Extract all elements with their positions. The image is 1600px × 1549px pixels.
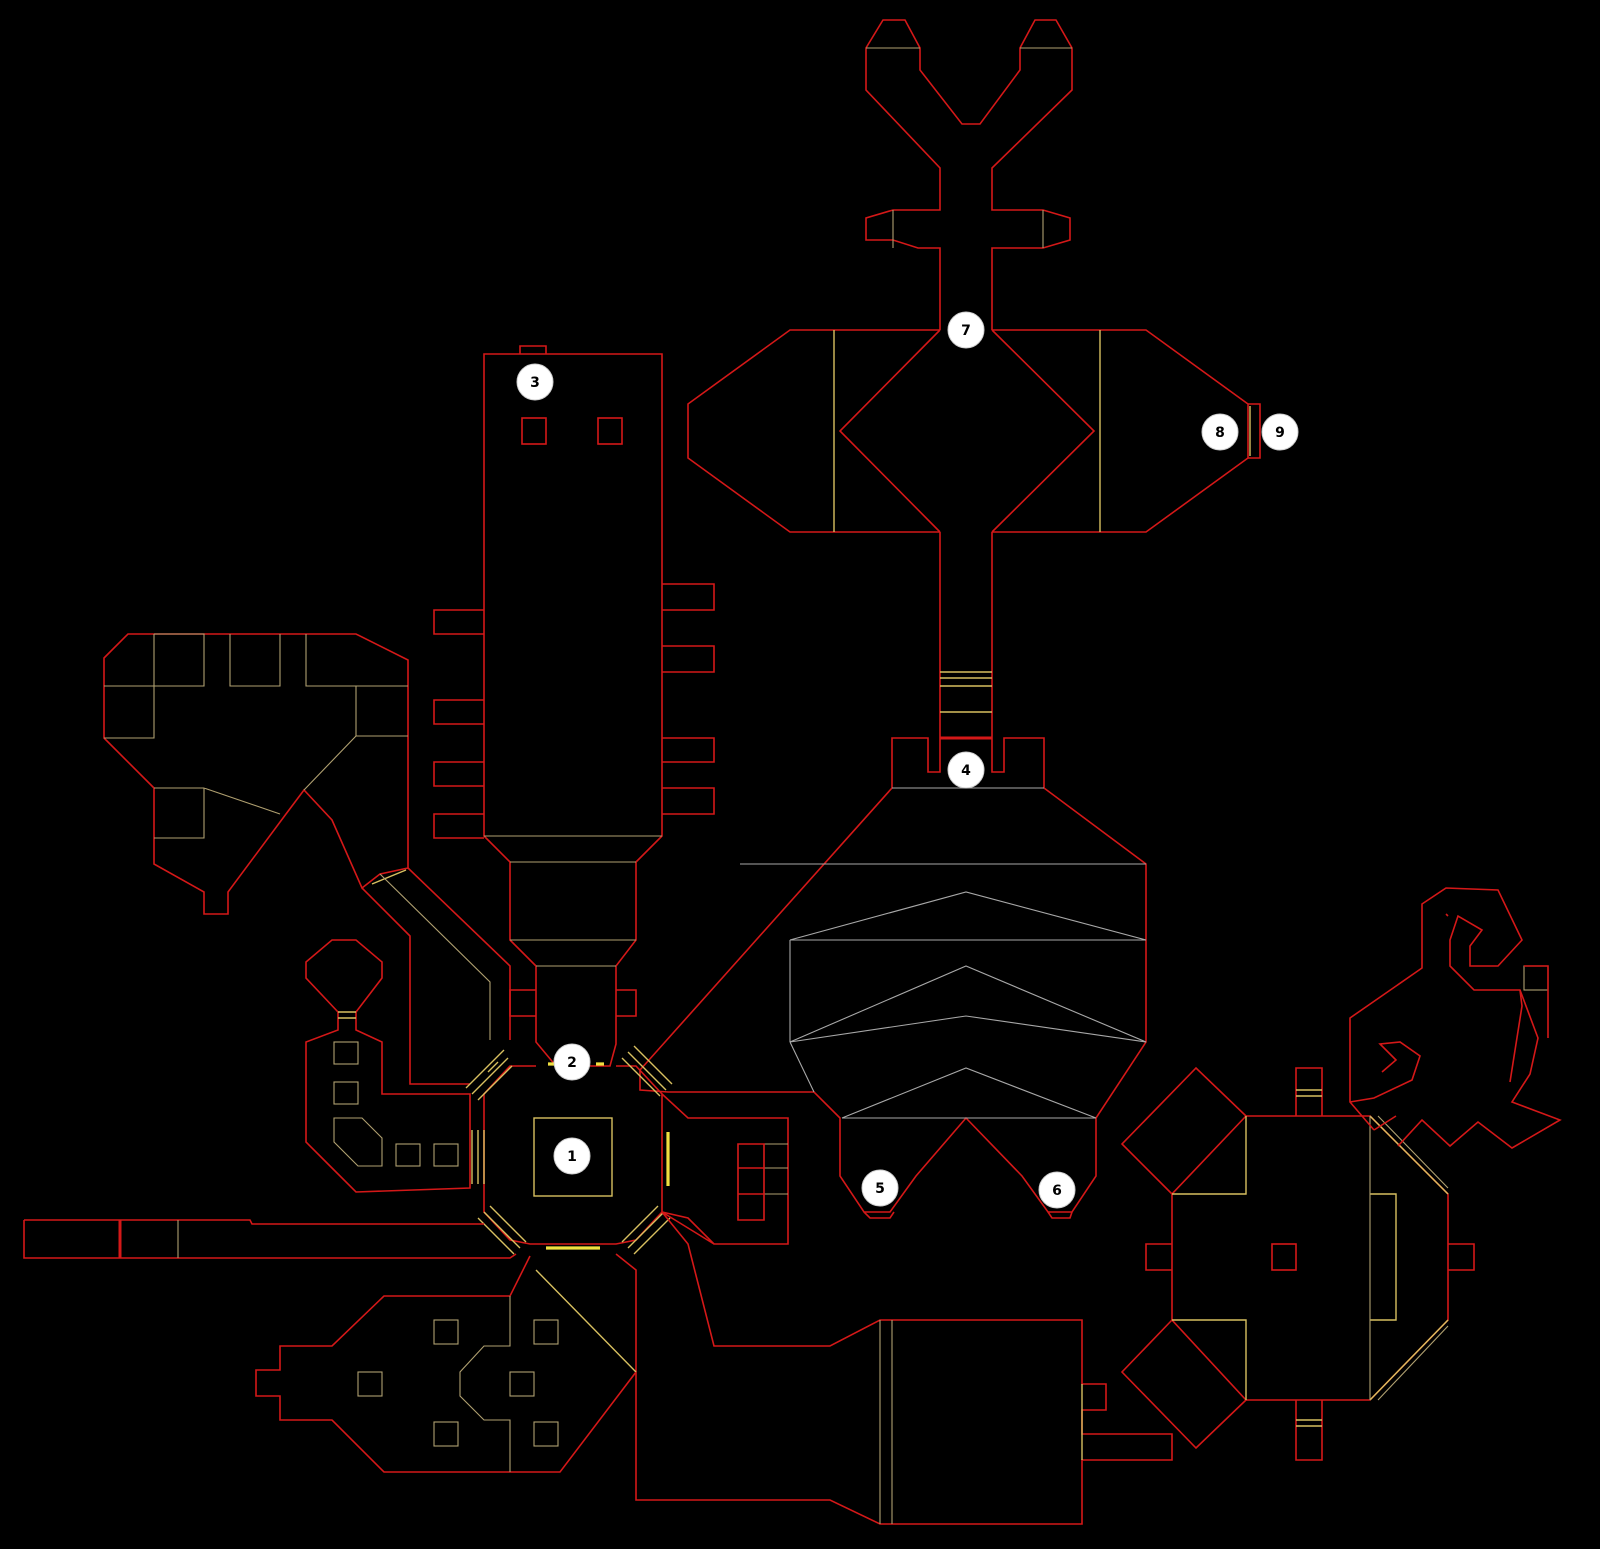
northwest-long-hall (433, 345, 715, 1067)
marker-1-label: 1 (567, 1149, 577, 1165)
north-south-corridor (939, 532, 993, 740)
marker-8[interactable]: 8 (1201, 413, 1239, 451)
marker-2-label: 2 (567, 1055, 577, 1071)
west-side-room (305, 939, 471, 1193)
marker-9[interactable]: 9 (1261, 413, 1299, 451)
central-east-hall (639, 737, 1147, 1219)
marker-1[interactable]: 1 (553, 1137, 591, 1175)
west-corridor (23, 1219, 517, 1259)
marker-4[interactable]: 4 (947, 751, 985, 789)
east-side-room (661, 1093, 789, 1245)
marker-9-label: 9 (1275, 425, 1285, 441)
marker-2[interactable]: 2 (553, 1043, 591, 1081)
marker-4-label: 4 (961, 763, 971, 779)
marker-6[interactable]: 6 (1038, 1171, 1076, 1209)
map-markers: 1 2 3 4 5 6 7 8 (516, 311, 1299, 1209)
marker-8-label: 8 (1215, 425, 1225, 441)
west-room (103, 633, 511, 1085)
marker-6-label: 6 (1052, 1183, 1062, 1199)
marker-7-label: 7 (961, 323, 971, 339)
north-hall (687, 329, 1261, 533)
east-octagon-room (1120, 1066, 1475, 1461)
east-cave (1349, 887, 1562, 1149)
north-y-corridor (865, 19, 1073, 330)
southwest-room (255, 1253, 637, 1473)
south-room (635, 1211, 1173, 1525)
marker-5[interactable]: 5 (861, 1169, 899, 1207)
marker-3-label: 3 (530, 375, 540, 391)
marker-7[interactable]: 7 (947, 311, 985, 349)
marker-3[interactable]: 3 (516, 363, 554, 401)
central-octagon (465, 1045, 673, 1255)
marker-5-label: 5 (875, 1181, 885, 1197)
